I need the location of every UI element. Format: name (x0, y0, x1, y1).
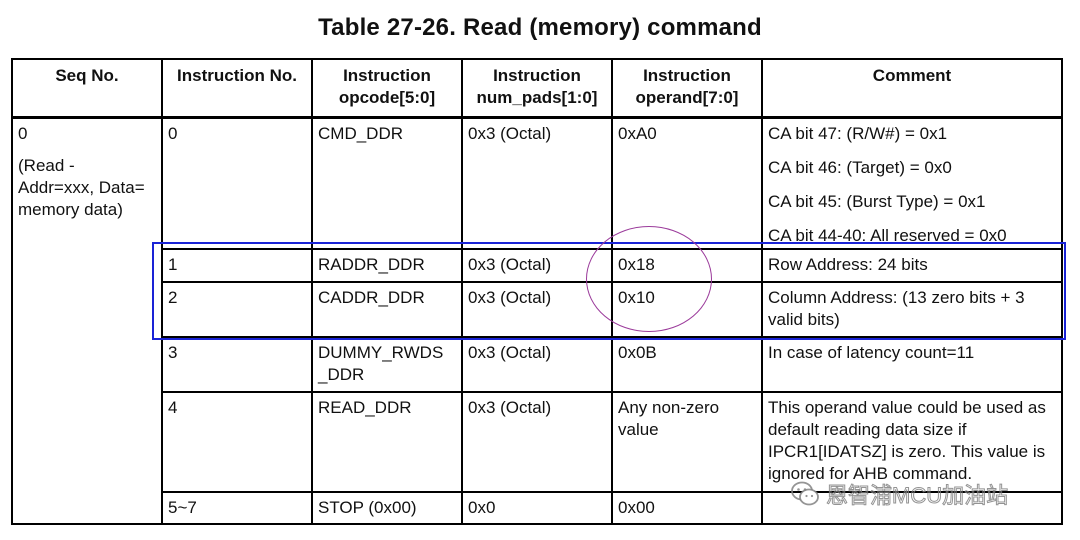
header-comment: Comment (761, 58, 1063, 119)
instr-no-cell: 3 (161, 335, 313, 393)
seq-cell: 0 (Read - Addr=xxx, Data= memory data) (11, 116, 163, 525)
opcode-cell: CMD_DDR (311, 116, 463, 250)
comment-cell: Column Address: (13 zero bits + 3 valid … (761, 280, 1063, 338)
pads-cell: 0x3 (Octal) (461, 116, 613, 250)
opcode-cell: STOP (0x00) (311, 490, 463, 525)
table-row: 2 CADDR_DDR 0x3 (Octal) 0x10 Column Addr… (12, 280, 1063, 338)
header-operand: Instruction operand[7:0] (611, 58, 763, 119)
comment-cell: This operand value could be used as defa… (761, 390, 1063, 493)
operand-cell: 0xA0 (611, 116, 763, 250)
instr-no-cell: 5~7 (161, 490, 313, 525)
pads-cell: 0x3 (Octal) (461, 390, 613, 493)
instr-no-cell: 2 (161, 280, 313, 338)
table-row: 3 DUMMY_RWDS _DDR 0x3 (Octal) 0x0B In ca… (12, 335, 1063, 393)
comment-cell: CA bit 47: (R/W#) = 0x1 CA bit 46: (Targ… (761, 116, 1063, 250)
read-command-table: Seq No. Instruction No. Instruction opco… (11, 58, 1063, 525)
operand-cell: 0x18 (611, 247, 763, 283)
instr-no-cell: 4 (161, 390, 313, 493)
table-row: 4 READ_DDR 0x3 (Octal) Any non-zero valu… (12, 390, 1063, 493)
wechat-icon (791, 481, 819, 506)
table-row: 5~7 STOP (0x00) 0x0 0x00 (12, 490, 1063, 525)
instr-no-cell: 1 (161, 247, 313, 283)
operand-cell: Any non-zero value (611, 390, 763, 493)
seq-description: (Read - Addr=xxx, Data= memory data) (18, 156, 145, 219)
opcode-cell: RADDR_DDR (311, 247, 463, 283)
operand-cell: 0x10 (611, 280, 763, 338)
seq-number: 0 (18, 124, 28, 143)
operand-cell: 0x00 (611, 490, 763, 525)
header-num-pads: Instruction num_pads[1:0] (461, 58, 613, 119)
pads-cell: 0x3 (Octal) (461, 280, 613, 338)
operand-cell: 0x0B (611, 335, 763, 393)
comment-line: CA bit 45: (Burst Type) = 0x1 (768, 192, 986, 211)
pads-cell: 0x3 (Octal) (461, 335, 613, 393)
comment-cell: Row Address: 24 bits (761, 247, 1063, 283)
comment-cell: In case of latency count=11 (761, 335, 1063, 393)
pads-cell: 0x0 (461, 490, 613, 525)
header-seq-no: Seq No. (11, 58, 163, 119)
instr-no-cell: 0 (161, 116, 313, 250)
header-opcode: Instruction opcode[5:0] (311, 58, 463, 119)
opcode-cell: READ_DDR (311, 390, 463, 493)
opcode-cell: CADDR_DDR (311, 280, 463, 338)
table-header-row: Seq No. Instruction No. Instruction opco… (11, 58, 1063, 119)
opcode-cell: DUMMY_RWDS _DDR (311, 335, 463, 393)
table-row: 1 RADDR_DDR 0x3 (Octal) 0x18 Row Address… (12, 247, 1063, 283)
pads-cell: 0x3 (Octal) (461, 247, 613, 283)
table-title: Table 27-26. Read (memory) command (318, 14, 762, 41)
header-instruction-no: Instruction No. (161, 58, 313, 119)
comment-cell (761, 490, 1063, 525)
comment-line: CA bit 44-40: All reserved = 0x0 (768, 226, 1007, 245)
comment-line: CA bit 46: (Target) = 0x0 (768, 158, 952, 177)
comment-line: CA bit 47: (R/W#) = 0x1 (768, 124, 948, 143)
watermark: 恩智浦MCU加油站 (790, 478, 1009, 510)
watermark-text: 恩智浦MCU加油站 (825, 483, 1009, 509)
table-row: 0 (Read - Addr=xxx, Data= memory data) 0… (11, 116, 1063, 525)
